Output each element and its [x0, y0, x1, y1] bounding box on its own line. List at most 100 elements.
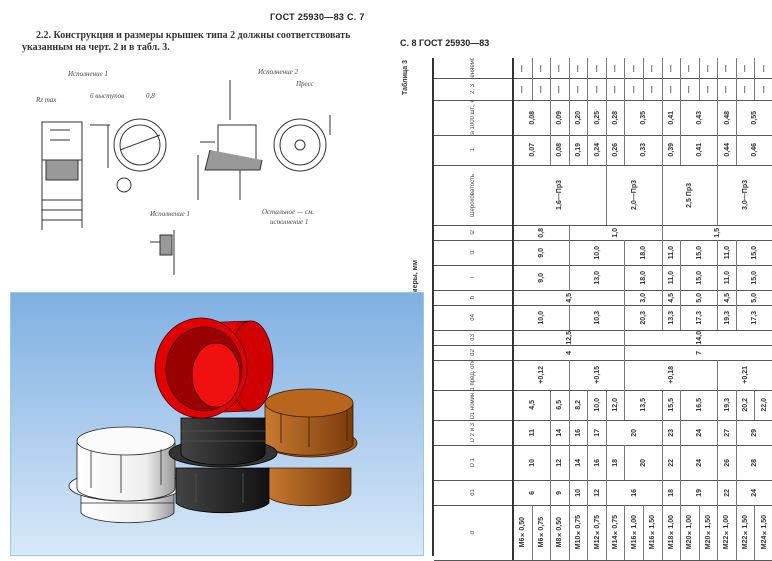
cell-value: 10,0	[537, 310, 545, 325]
table-cell: —	[663, 58, 682, 78]
table-cell: 19	[681, 480, 719, 505]
cell-value: —	[537, 64, 545, 72]
cell-value: 0,26	[612, 143, 620, 157]
table-cell: 12	[588, 480, 607, 505]
cell-value: 18,0	[639, 245, 647, 260]
table-cell: 0,25	[588, 100, 607, 135]
table-cell: —	[607, 58, 626, 78]
table-cell: —	[681, 58, 700, 78]
table-cell: 10,0	[570, 240, 626, 265]
table-cell: 18	[607, 445, 626, 480]
cell-value: 7	[695, 350, 703, 355]
cell-value: 0,55	[751, 110, 759, 125]
table-cell: 15,0	[737, 265, 772, 290]
cell-value: —	[556, 85, 564, 93]
cell-value: 8,2	[574, 400, 582, 410]
table-cell: 0,39	[663, 135, 682, 165]
cell-value: 16	[593, 458, 601, 467]
cell-value: 26	[723, 458, 731, 467]
table-cell: 12,0	[607, 390, 626, 420]
table-cell: 19,3	[718, 305, 737, 330]
table-cell: 0,55	[737, 100, 772, 135]
table-cell: 0,46	[737, 135, 772, 165]
row-label: l1	[434, 240, 514, 265]
row-label: D1 номин.	[434, 390, 514, 420]
table-cell: 6,5	[551, 390, 570, 420]
cell-value: 24	[751, 488, 759, 497]
table-cell: —	[514, 78, 533, 100]
table-cell: —	[681, 78, 700, 100]
table-cell: 0,44	[718, 135, 737, 165]
cell-value: 10,3	[593, 310, 601, 325]
table-cell: 4	[514, 345, 626, 360]
cell-value: 0,08	[528, 110, 536, 125]
cell-value: —	[742, 64, 750, 72]
table-cell: 11,0	[663, 240, 682, 265]
cell-value: 22	[723, 488, 731, 497]
row-label-text: D 2 и 3	[470, 422, 476, 443]
table-cell: 23	[663, 420, 682, 445]
table-cell: 0,20	[570, 100, 589, 135]
cell-value: +0,15	[593, 366, 601, 384]
row-label: D 2 и 3	[434, 420, 514, 445]
label-variant-1-detail: Исполнение 1	[150, 210, 190, 218]
table-cell: 0,26	[607, 135, 626, 165]
table-cell: 12,5	[514, 330, 626, 345]
cell-value: 4,5	[528, 400, 536, 410]
table-cell: 16,5	[681, 390, 719, 420]
cell-value: —	[537, 85, 545, 93]
cell-value: 15,0	[751, 270, 759, 285]
cell-value: —	[519, 85, 527, 93]
cell-value: M24×1,50	[760, 515, 768, 550]
cell-value: 0,25	[593, 110, 601, 125]
table-cell: —	[551, 78, 570, 100]
cell-value: 11,0	[723, 245, 731, 260]
table-cell: —	[737, 58, 756, 78]
table-cell: —	[570, 58, 589, 78]
table-cell: 13,0	[570, 265, 626, 290]
cell-value: —	[630, 64, 638, 72]
table-cell: +0,15	[570, 360, 626, 390]
cell-value: 9,0	[537, 272, 545, 283]
table-cell: 18,0	[625, 265, 663, 290]
cell-value: —	[704, 64, 712, 72]
table-cell: 0,19	[570, 135, 589, 165]
table-cell: 4,5	[718, 290, 737, 305]
cell-value: M14×0,75	[612, 515, 620, 550]
table-cell: —	[533, 58, 552, 78]
cell-value: 15,5	[667, 398, 675, 412]
cell-value: —	[686, 85, 694, 93]
row-label-text: l	[470, 276, 476, 279]
cell-value: 4,5	[667, 292, 675, 303]
table-cell: 0,41	[681, 135, 719, 165]
cell-value: 0,8	[537, 227, 545, 238]
cell-value: 4,5	[565, 292, 573, 303]
table-cell: —	[533, 78, 552, 100]
table-cell: —	[570, 78, 589, 100]
row-label: h	[434, 290, 514, 305]
table-cell: 20,2	[737, 390, 756, 420]
cell-value: 10	[528, 458, 536, 467]
row-label-text: h	[470, 295, 476, 300]
cell-value: M20×1,00	[686, 515, 694, 550]
table-cell: 13,3	[663, 305, 682, 330]
cell-value: 17,3	[695, 310, 703, 325]
row-label: d1	[434, 480, 514, 505]
red-cap	[154, 317, 274, 419]
cell-value: —	[723, 64, 731, 72]
table-cell: 4,5	[514, 290, 626, 305]
dimensions-table: Применяемость 3——————————————2, 3———————…	[432, 58, 772, 561]
table-cell: 14	[551, 420, 570, 445]
table-row: 2, 3——————————————	[434, 78, 772, 101]
cell-value: —	[760, 85, 768, 93]
table-cell: M16×1,00	[625, 505, 644, 560]
cell-value: 17,3	[751, 310, 759, 325]
cell-value: 15,0	[695, 270, 703, 285]
technical-drawing: Исполнение 1 Исполнение 2 Исполнение 1 6…	[0, 60, 390, 290]
